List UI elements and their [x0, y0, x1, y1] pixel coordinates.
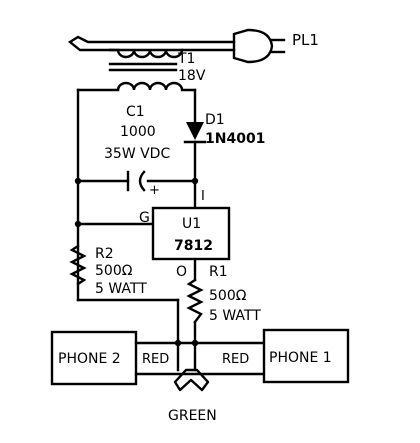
phone-1-box — [262, 328, 350, 384]
r2-value: 500Ω — [95, 263, 133, 279]
phone-2-label: PHONE 2 — [58, 351, 121, 367]
power-cord — [67, 28, 286, 64]
diode-ref: D1 — [205, 112, 225, 128]
transformer-voltage: 18V — [178, 68, 206, 84]
junction-dots — [74, 177, 199, 347]
capacitor-polarity: + — [149, 183, 160, 198]
capacitor-rating: 35W VDC — [104, 146, 170, 162]
resistor-r2 — [69, 244, 87, 286]
wiring — [76, 88, 197, 372]
diode-d1 — [183, 122, 207, 144]
phone-2-box — [50, 330, 138, 386]
r1-value: 500Ω — [209, 288, 247, 304]
regulator-ref: U1 — [182, 216, 201, 232]
phone-1-wire-label: RED — [222, 352, 249, 367]
green-wire-label: GREEN — [168, 408, 217, 424]
capacitor-ref: C1 — [126, 104, 145, 120]
regulator-u1 — [151, 206, 231, 261]
transformer-ref: T1 — [177, 51, 195, 67]
phone-2-wire-label: RED — [142, 352, 169, 367]
transformer-t1 — [76, 48, 197, 92]
plug-label: PL1 — [292, 31, 319, 49]
r2-power: 5 WATT — [95, 281, 147, 297]
resistor-r1 — [186, 278, 204, 324]
r1-ref: R1 — [209, 264, 228, 280]
r2-ref: R2 — [95, 246, 114, 262]
r1-power: 5 WATT — [209, 308, 261, 324]
phone-1-label: PHONE 1 — [269, 350, 332, 366]
regulator-pin-out: O — [176, 264, 187, 280]
diode-part: 1N4001 — [205, 131, 265, 147]
capacitor-value: 1000 — [120, 124, 156, 140]
regulator-part: 7812 — [174, 238, 213, 254]
regulator-pin-in: I — [201, 189, 205, 204]
regulator-pin-gnd: G — [139, 210, 150, 226]
green-wire-clip — [173, 368, 210, 392]
capacitor-c1 — [126, 170, 146, 192]
